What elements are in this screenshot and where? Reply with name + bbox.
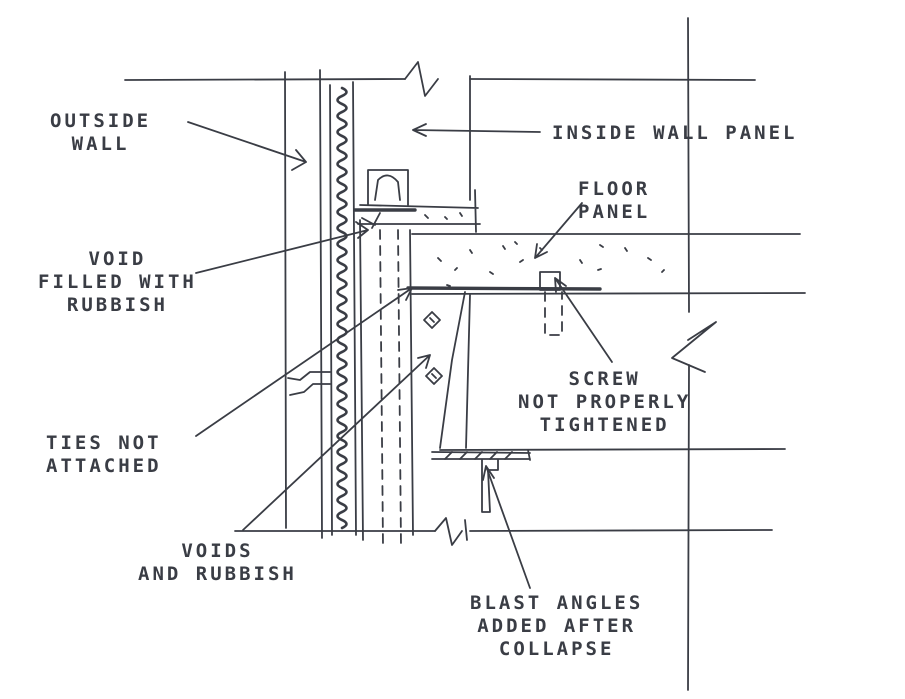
insulation-squiggle: [336, 86, 348, 530]
label-ties-line1: TIES NOT: [46, 432, 162, 454]
screw-shank: [544, 291, 563, 336]
label-void-line1: VOID: [88, 248, 147, 270]
lower-panel-profile: [439, 291, 471, 449]
label-void-rubbish: VOID FILLED WITH RUBBISH: [38, 248, 197, 317]
label-voids: VOIDS AND RUBBISH: [138, 540, 297, 586]
inside-wall-left-face: [409, 229, 414, 536]
floor-panel-aggregate: [437, 241, 665, 287]
arrow-void: [195, 221, 369, 274]
label-outside-wall: OUTSIDE WALL: [50, 110, 151, 156]
label-void-line3: RUBBISH: [66, 294, 168, 316]
arrow-floor-panel: [534, 202, 583, 259]
label-blast-line3: COLLAPSE: [498, 638, 615, 660]
break-mark-right: [671, 321, 717, 373]
label-outside-wall-line2: WALL: [71, 133, 130, 155]
upper-panel-bracket: [367, 169, 409, 206]
label-inside-wall-panel: INSIDE WALL PANEL: [552, 122, 797, 145]
label-ties: TIES NOT ATTACHED: [46, 432, 162, 478]
label-screw-line3: TIGHTENED: [539, 414, 670, 436]
label-screw-line1: SCREW: [568, 368, 641, 390]
insulation-left-line: [329, 84, 333, 536]
floor-panel-bottom-line: [411, 292, 806, 295]
lower-panel-hatch: [444, 451, 513, 460]
label-blast-line2: ADDED AFTER: [477, 615, 637, 637]
upper-joint-fill: [361, 212, 463, 229]
void-dash-2: [397, 229, 402, 546]
floor-bearing-plate: [406, 286, 602, 291]
label-blast-line1: BLAST ANGLES: [470, 592, 644, 614]
inside-wall-lower-face: [464, 519, 468, 541]
arrow-blast: [482, 465, 531, 589]
label-blast: BLAST ANGLES ADDED AFTER COLLAPSE: [470, 592, 643, 661]
wall-tie-top: [287, 371, 331, 381]
break-mark-bottom: [434, 517, 463, 546]
arrow-outside-wall: [187, 121, 307, 171]
arrow-screw: [554, 277, 613, 363]
label-floor-panel-line1: FLOOR: [578, 178, 651, 200]
arrow-ties: [195, 287, 413, 437]
arrow-inside-wall: [412, 123, 541, 137]
arrow-voids: [242, 354, 431, 531]
top-floor-line: [124, 78, 756, 81]
lower-panel-line: [439, 448, 786, 451]
void-dash-1: [379, 229, 384, 546]
label-ties-line2: ATTACHED: [46, 455, 162, 477]
label-floor-panel-line2: PANEL: [578, 201, 651, 223]
label-inside-wall-panel-line1: INSIDE WALL PANEL: [552, 122, 798, 144]
screw-head: [539, 271, 561, 291]
cavity-line: [359, 219, 364, 541]
label-screw-line2: NOT PROPERLY: [518, 391, 692, 413]
label-floor-panel: FLOOR PANEL: [578, 178, 650, 224]
break-mark-top: [404, 61, 439, 97]
label-voids-line2: AND RUBBISH: [138, 563, 297, 585]
outer-skin-face: [319, 69, 323, 539]
tie-diamond-2: [425, 367, 443, 385]
outside-wall-outer-line: [284, 71, 287, 529]
blast-angle: [481, 459, 499, 513]
right-grid-line: [687, 17, 690, 691]
bottom-floor-line: [234, 529, 773, 532]
tie-diamond-1: [423, 311, 441, 329]
label-voids-line1: VOIDS: [181, 540, 254, 562]
label-screw: SCREW NOT PROPERLY TIGHTENED: [518, 368, 691, 437]
upper-screed: [357, 189, 481, 233]
label-void-line2: FILLED WITH: [38, 271, 197, 293]
label-outside-wall-line1: OUTSIDE: [50, 110, 152, 132]
insulation-right-line: [352, 81, 357, 536]
wall-tie-bottom: [289, 383, 331, 396]
